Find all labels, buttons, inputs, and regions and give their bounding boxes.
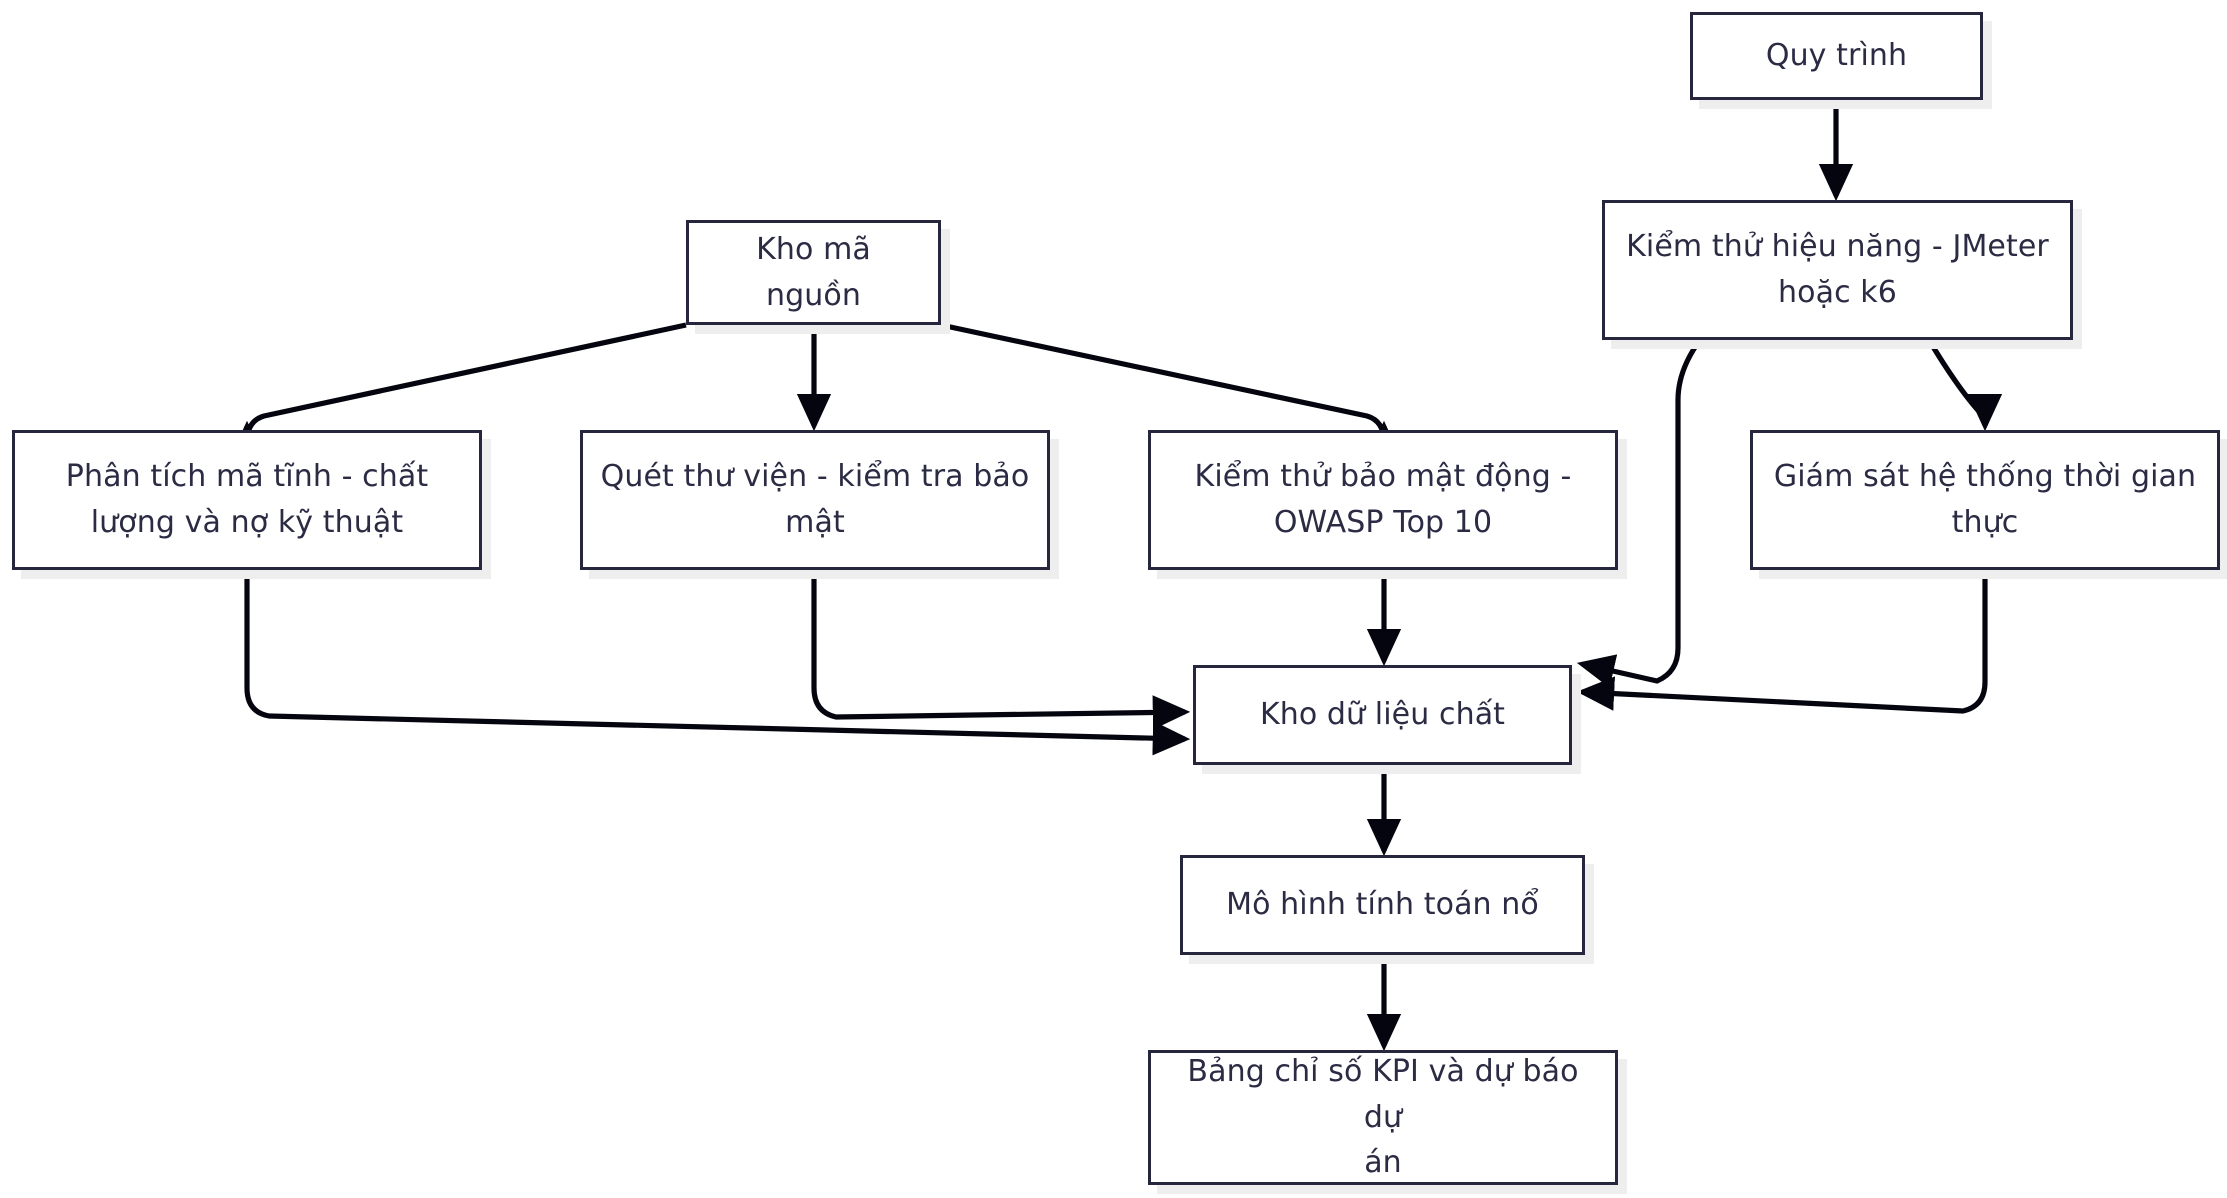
node-mo-hinh-tinh-toan[interactable]: Mô hình tính toán nổ xyxy=(1180,855,1585,955)
node-label: Mô hình tính toán nổ xyxy=(1226,887,1539,923)
node-kiem-thu-bao-mat-dong[interactable]: Kiểm thử bảo mật động - OWASP Top 10 xyxy=(1148,430,1618,570)
edge-phan-tich-to-kho-du-lieu xyxy=(244,570,1191,756)
edge-kho-ma-nguon-to-bao-mat-dong xyxy=(940,322,1402,459)
node-label: Kho mã nguồn xyxy=(756,231,871,313)
node-bang-chi-so-kpi[interactable]: Bảng chỉ số KPI và dự báo dự án xyxy=(1148,1050,1618,1185)
node-label: Quy trình xyxy=(1765,38,1908,74)
node-quy-trinh[interactable]: Quy trình xyxy=(1690,12,1983,100)
node-label: Kho dữ liệu chất xyxy=(1259,697,1506,733)
node-label: Phân tích mã tĩnh - chất lượng và nợ kỹ … xyxy=(65,459,429,540)
edge-giam-sat-to-kho-du-lieu xyxy=(1576,570,1988,714)
node-giam-sat-he-thong[interactable]: Giám sát hệ thống thời gian thực xyxy=(1750,430,2220,570)
node-quet-thu-vien[interactable]: Quét thư viện - kiểm tra bảo mật xyxy=(580,430,1050,570)
node-label: Quét thư viện - kiểm tra bảo mật xyxy=(600,459,1030,540)
edge-kho-ma-nguon-to-phan-tich xyxy=(229,322,687,459)
node-label: Kiểm thử hiệu năng - JMeter hoặc k6 xyxy=(1626,229,2049,310)
node-kho-ma-nguon[interactable]: Kho mã nguồn xyxy=(686,220,941,325)
node-phan-tich-ma-tinh[interactable]: Phân tích mã tĩnh - chất lượng và nợ kỹ … xyxy=(12,430,482,570)
node-label: Giám sát hệ thống thời gian thực xyxy=(1773,459,2197,540)
edge-hieu-nang-to-giam-sat xyxy=(1926,338,2003,432)
node-label: Kiểm thử bảo mật động - OWASP Top 10 xyxy=(1194,459,1572,540)
edge-quet-thu-vien-to-kho-du-lieu xyxy=(811,570,1191,730)
node-label: Bảng chỉ số KPI và dự báo dự án xyxy=(1187,1054,1579,1181)
node-kho-du-lieu-chat[interactable]: Kho dữ liệu chất xyxy=(1193,665,1572,765)
node-kiem-thu-hieu-nang[interactable]: Kiểm thử hiệu năng - JMeter hoặc k6 xyxy=(1602,200,2073,340)
